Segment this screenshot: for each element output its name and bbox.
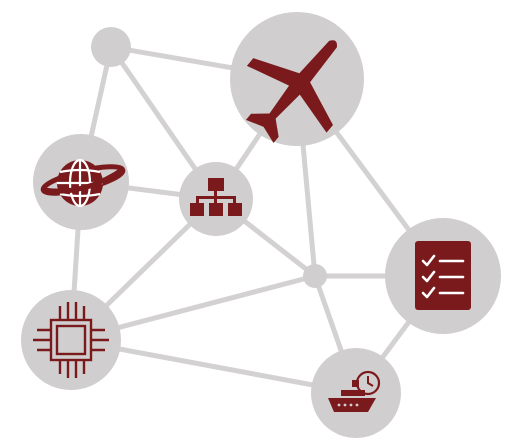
globe-icon [40, 158, 126, 208]
airplane-icon [245, 40, 337, 144]
checklist-icon [415, 241, 471, 310]
cpu-chip-icon [33, 302, 109, 378]
org-chart-icon [190, 178, 242, 216]
cargo-ship-clock-icon [328, 370, 381, 412]
node-hub [303, 264, 327, 288]
node-top-left-dot [91, 27, 131, 67]
